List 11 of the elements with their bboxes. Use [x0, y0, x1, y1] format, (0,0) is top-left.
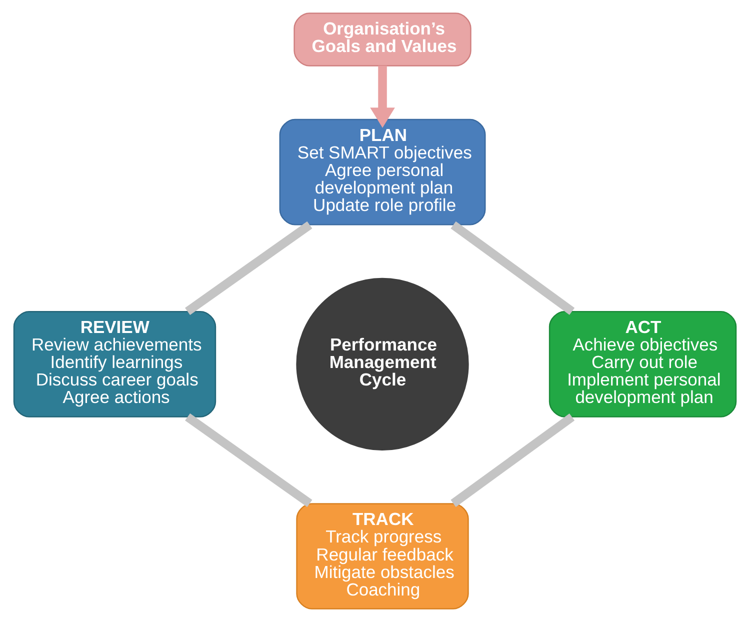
connector	[185, 413, 312, 508]
node-box: Organisation’s Goals and Values	[294, 12, 472, 66]
node-circle: Performance Management Cycle	[296, 278, 469, 451]
arrow	[370, 66, 395, 128]
node-box: ACT Achieve objectives Carry out role Implement personal development plan	[548, 311, 737, 418]
connector	[450, 413, 575, 507]
connector	[185, 221, 312, 315]
connector	[450, 221, 575, 315]
node-box: PLAN Set SMART objectives Agree personal development plan Update role profile	[279, 118, 486, 226]
node-box: TRACK Track progress Regular feedback Mitigate obstacles Coaching	[296, 503, 469, 610]
node-box: REVIEW Review achievements Identify learnings Discuss career goals Agree actions	[13, 311, 216, 418]
